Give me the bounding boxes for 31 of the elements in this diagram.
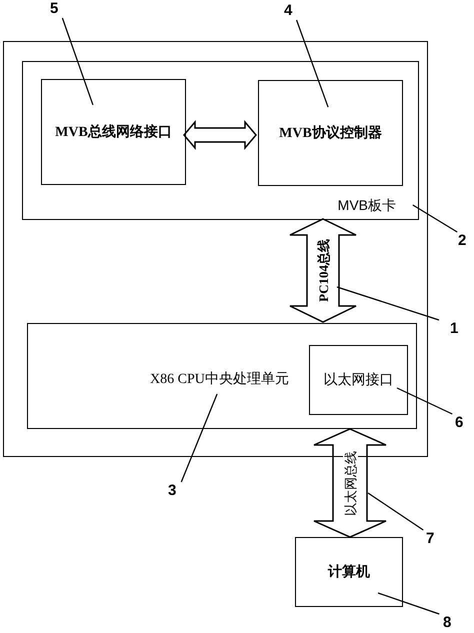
module-label: MVB总线网络接口 <box>55 123 172 141</box>
callout-number: 2 <box>458 232 466 249</box>
edge-label: 以太网总线 <box>342 450 358 516</box>
unit-label: X86 CPU中央处理单元 <box>150 370 289 388</box>
module-label: 以太网接口 <box>324 371 394 389</box>
edge-label: PC104总线 <box>316 238 330 303</box>
block-box <box>258 80 403 186</box>
block-box <box>41 79 186 185</box>
leader-line <box>296 20 329 108</box>
callout-number: 1 <box>450 320 458 337</box>
callout-number: 6 <box>455 414 464 431</box>
leader-line <box>378 592 440 615</box>
module-label: 计算机 <box>328 563 370 581</box>
module-label: MVB协议控制器 <box>279 124 382 142</box>
leader-line <box>368 492 424 530</box>
leader-line <box>336 286 440 321</box>
processor-box <box>27 323 417 429</box>
callout-number: 7 <box>426 530 434 547</box>
board-frame <box>22 61 419 220</box>
callout-number: 8 <box>443 614 452 631</box>
block-box <box>295 537 403 607</box>
leader-line <box>62 18 94 106</box>
callout-number: 4 <box>284 2 292 19</box>
card-label: MVB板卡 <box>338 197 396 215</box>
block-box <box>309 345 408 415</box>
leader-line <box>180 394 218 482</box>
leader-line <box>396 387 452 415</box>
callout-number: 3 <box>168 482 176 499</box>
leader-line <box>412 204 458 233</box>
double-block-arrow <box>183 120 257 150</box>
callout-number: 5 <box>50 0 58 17</box>
